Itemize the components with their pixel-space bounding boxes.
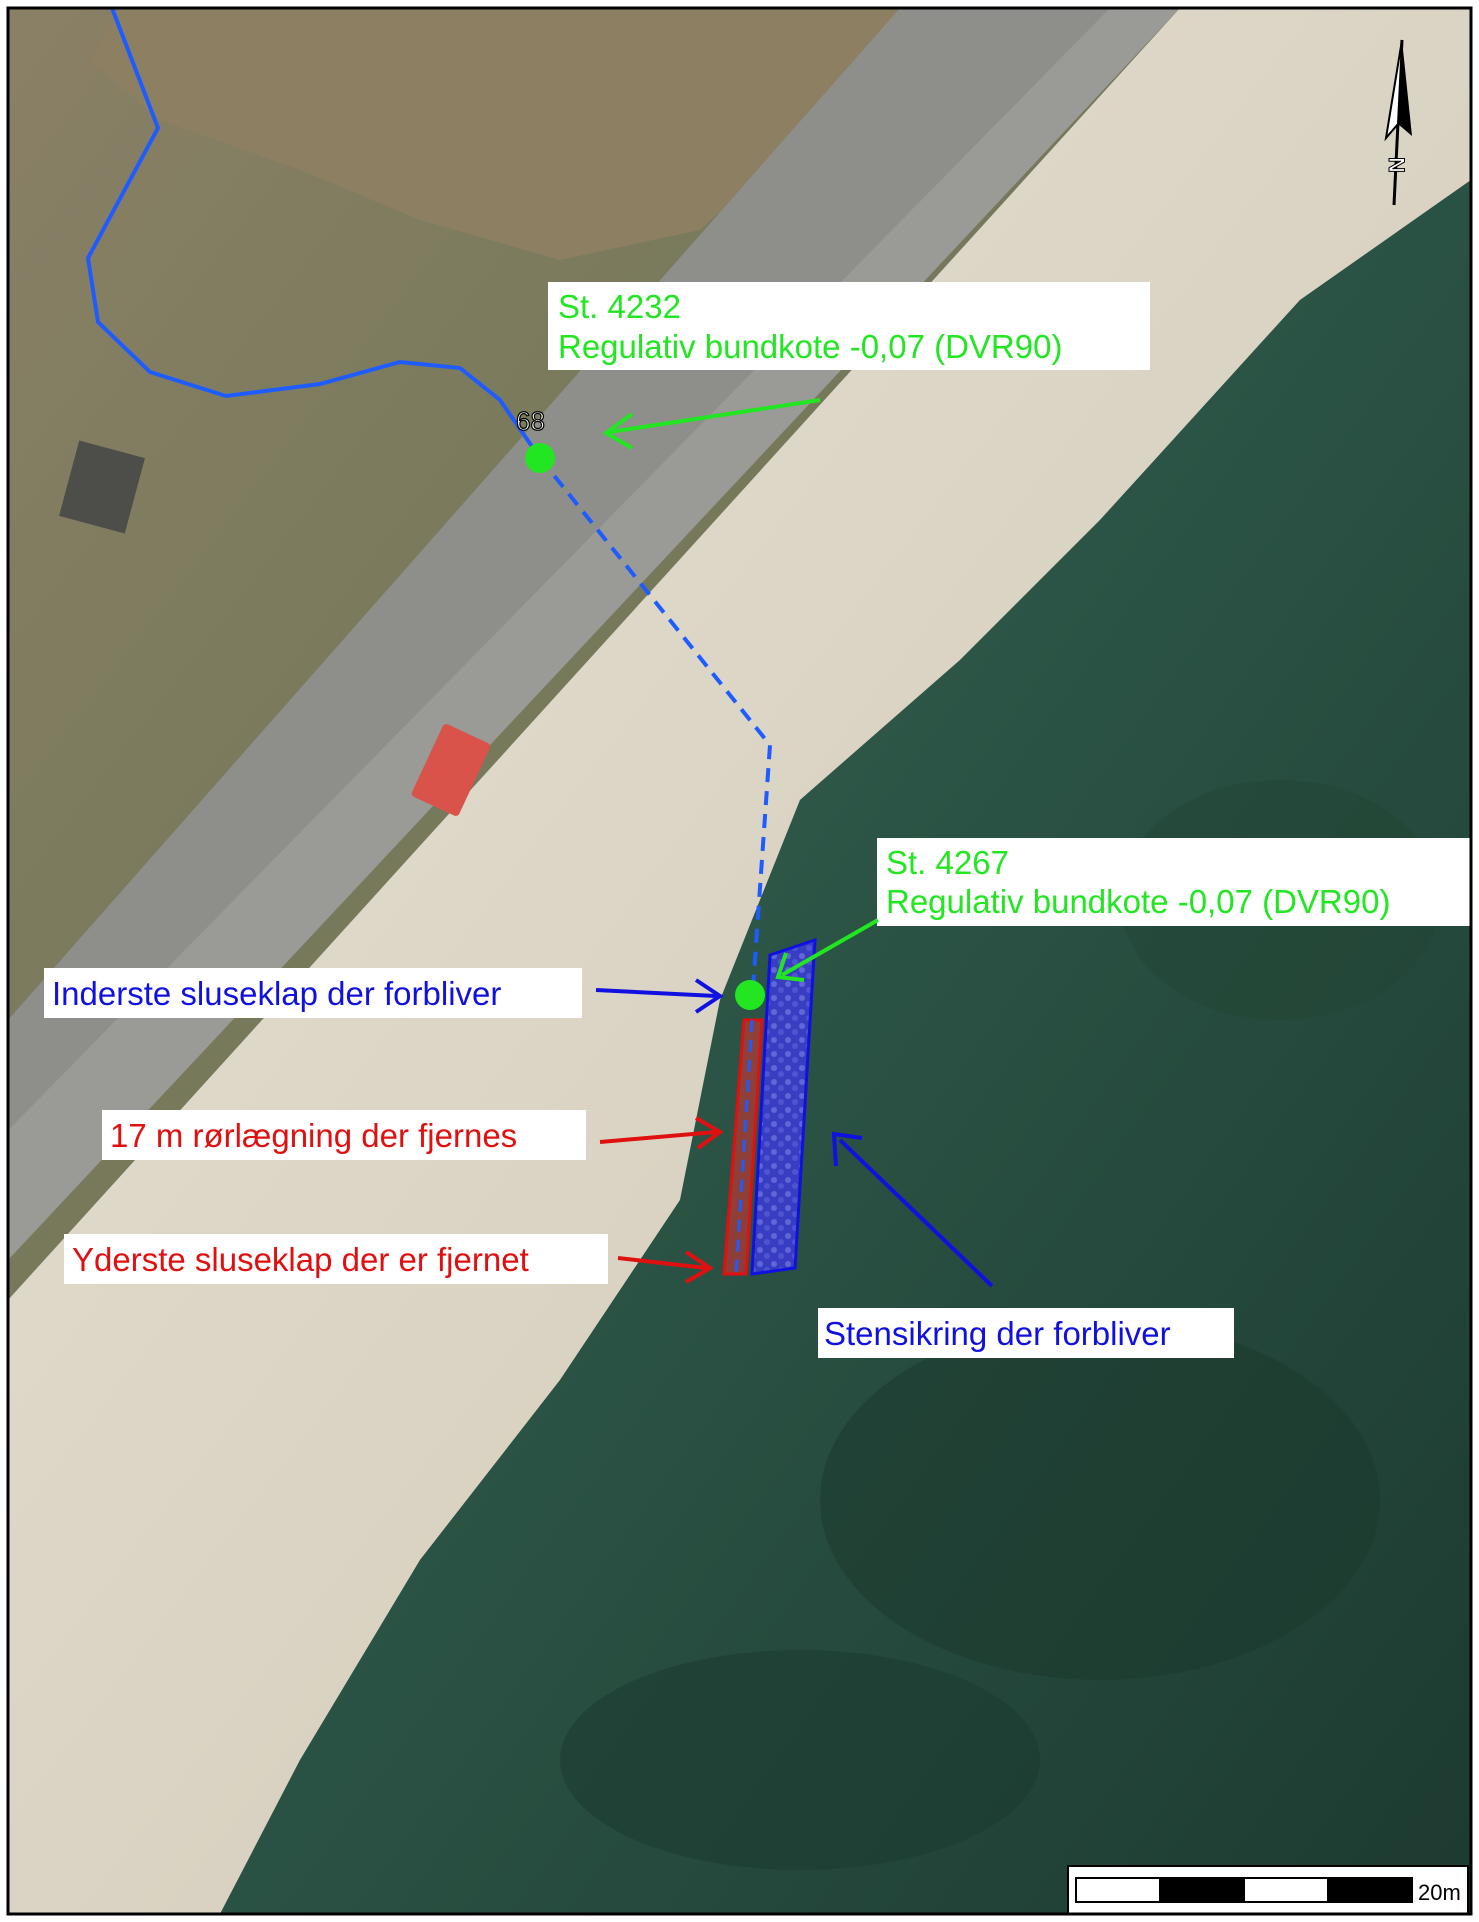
- pipe-removed-label: 17 m rørlægning der fjernes: [110, 1117, 517, 1154]
- reed-area: [90, 8, 900, 260]
- stone-protection-arrowhead: [831, 1131, 863, 1167]
- inner-flap-arrowhead: [694, 978, 724, 1014]
- station-lower-label-bg: [877, 838, 1479, 926]
- culvert-line: [538, 456, 773, 1003]
- scale-bar: [1067, 1865, 1469, 1915]
- outer-flap-arrow: [617, 1256, 707, 1270]
- inner-flap-label-bg: [44, 968, 582, 1018]
- scale-bar-label: 20m: [1418, 1880, 1461, 1905]
- seaweed-patch-2: [560, 1650, 1040, 1870]
- inner-flap-label: Inderste sluseklap der forbliver: [52, 975, 501, 1012]
- station-dot-icon: [735, 980, 765, 1010]
- pipe-removed-arrow: [599, 1130, 717, 1144]
- outer-flap-label: Yderste sluseklap der er fjernet: [72, 1241, 529, 1278]
- station-lower-arrowhead: [775, 952, 805, 982]
- station-upper-subtitle: Regulativ bundkote -0,07 (DVR90): [558, 328, 1062, 365]
- outer-flap-arrowhead: [684, 1250, 714, 1284]
- stone-protection-arrow: [838, 1138, 994, 1288]
- stone-protection-area: [750, 937, 817, 1276]
- beach: [8, 8, 1471, 1914]
- stream-line: [85, 7, 542, 460]
- station-lower-arrow: [781, 918, 879, 977]
- pipe-removed-arrowhead: [694, 1116, 724, 1150]
- building: [59, 440, 145, 534]
- station-upper-label-bg: [548, 282, 1150, 370]
- inner-flap-arrow: [595, 988, 717, 998]
- station-lower-subtitle: Regulativ bundkote -0,07 (DVR90): [886, 883, 1390, 920]
- station-dot-icon: [525, 443, 555, 473]
- pipe-dash: [734, 1019, 754, 1275]
- pipe-removed-label-bg: [102, 1110, 586, 1160]
- north-arrow-label: N: [1384, 157, 1409, 173]
- vehicle: [411, 724, 491, 816]
- station-upper-arrow: [609, 398, 821, 434]
- map-border: [6, 6, 1473, 1916]
- north-arrow-icon: [1384, 39, 1412, 206]
- stone-protection-label: Stensikring der forbliver: [824, 1315, 1171, 1352]
- seaweed-patch: [820, 1320, 1380, 1680]
- station-number: 68: [516, 406, 545, 436]
- station-upper-title: St. 4232: [558, 288, 681, 325]
- station-lower-title: St. 4267: [886, 844, 1009, 881]
- outer-flap-label-bg: [64, 1234, 608, 1284]
- station-upper-arrowhead: [602, 412, 634, 450]
- stone-protection-label-bg: [818, 1308, 1234, 1358]
